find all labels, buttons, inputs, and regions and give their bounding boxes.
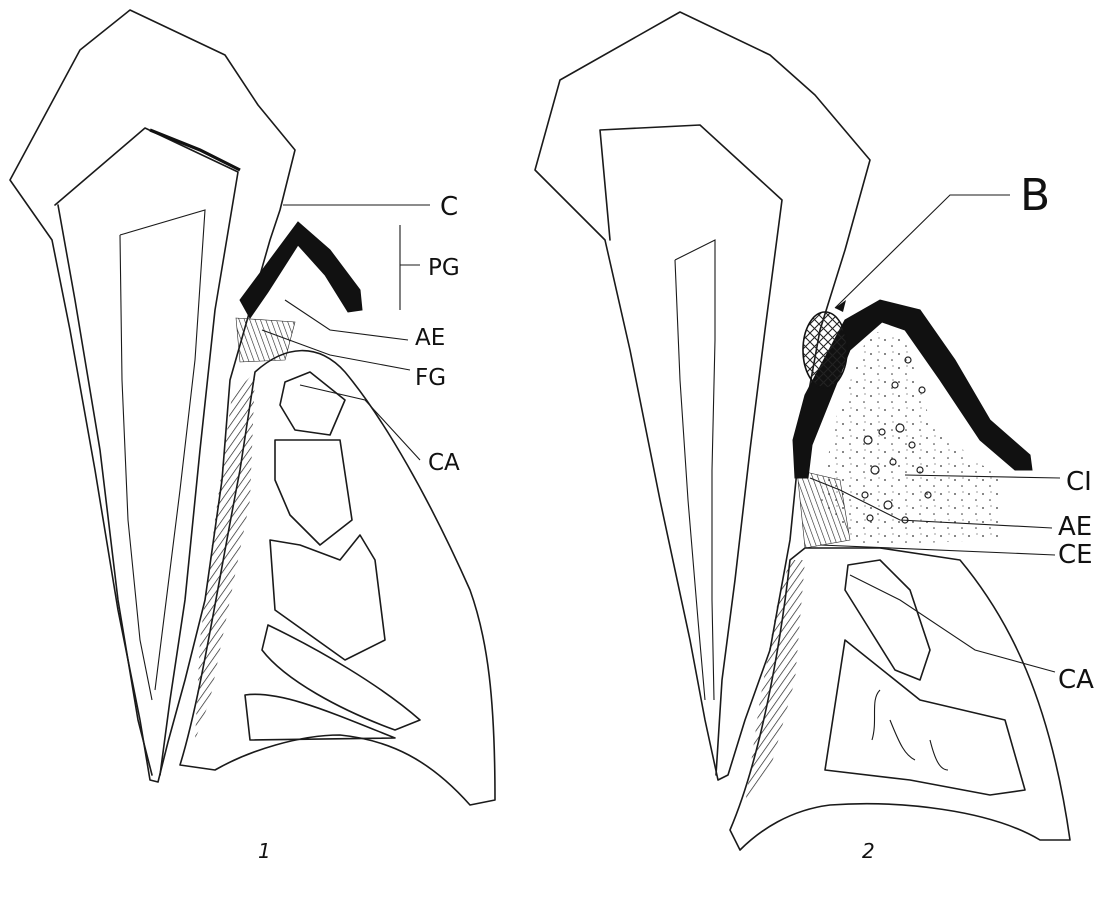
label-ae: AE [1058,512,1092,542]
label-pg: PG [428,255,460,281]
label-b: B [1020,170,1050,221]
figure-number-1: 1 [258,839,271,863]
marrow-space [280,372,345,435]
label-ce: CE [1058,540,1093,570]
marrow-space [275,440,352,545]
label-c: C [440,192,458,222]
root-canal [58,205,152,775]
marrow-space [845,560,930,680]
figure-number-2: 2 [862,839,875,863]
marrow-space [245,694,395,740]
periodontal-ligament [195,372,255,740]
gingival-fibers [236,318,295,362]
marrow-space [270,535,385,660]
label-ci: CI [1066,467,1092,497]
gingiva [240,222,362,318]
periodontal-ligament [745,560,805,805]
root-canal-inner [120,210,205,700]
marrow-space [262,625,420,730]
enamel-line [150,130,240,170]
marrow-detail [872,690,948,770]
bracket-pg [400,225,420,310]
leader-ca [300,385,420,460]
figure-2: B CI AE CE CA 2 [535,12,1094,863]
label-ca: CA [1058,665,1094,695]
figure-1: C PG AE FG CA 1 [10,10,495,863]
label-ca: CA [428,450,460,476]
label-ae: AE [415,325,445,351]
leader-b [835,195,1010,308]
root-canal [675,240,715,700]
leader-ce [820,545,1055,555]
leader-ca [850,575,1055,672]
bacterial-plaque [803,312,847,388]
pulp-chamber [600,125,782,775]
label-fg: FG [415,365,446,391]
